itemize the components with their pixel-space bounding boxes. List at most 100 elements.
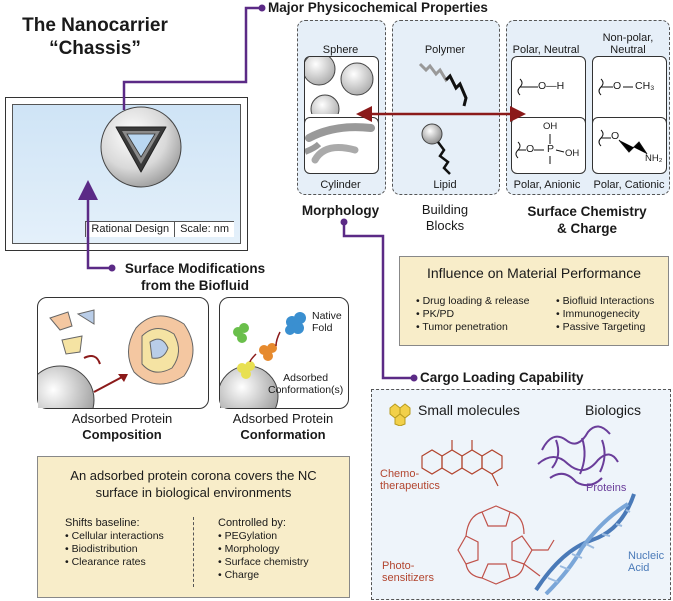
performance-title: Influence on Material Performance [427, 265, 641, 281]
morphology-label: Morphology [301, 203, 380, 218]
cylinder-cell [303, 117, 379, 174]
conformation-box: Native Fold Adsorbed Conformation(s) [217, 297, 349, 427]
main-title: The Nanocarrier “Chassis” [10, 14, 180, 60]
surface-chemistry-label: Surface Chemistry & Charge [506, 203, 668, 237]
surface-tl-label: Polar, Neutral [512, 44, 580, 56]
porphyrin-structure [457, 505, 555, 585]
double-arrow [356, 106, 526, 122]
performance-right-list: Biofluid Interactions Immunogenecity Pas… [556, 295, 655, 334]
cargo-title: Cargo Loading Capability [420, 370, 584, 385]
controlled-item: Surface chemistry [218, 556, 309, 569]
lipid-icon [421, 123, 451, 175]
controlled-title: Controlled by: [218, 517, 286, 529]
phosphate-o-text: O [526, 143, 535, 155]
polymer-icon [418, 62, 468, 107]
conformation-caption-1: Adsorbed Protein [232, 411, 334, 426]
controlled-list: PEGylation Morphology Surface chemistry … [218, 530, 309, 582]
building-blocks-top-label: Polymer [424, 44, 466, 56]
methoxy-cell: O CH₃ [592, 56, 667, 129]
hexagon-icon [389, 403, 411, 426]
phosphate-oh-top: OH [543, 121, 558, 132]
morphology-top-label: Sphere [322, 44, 359, 56]
composition-box [25, 297, 209, 435]
adsorbed-line-2: Conformation(s) [268, 384, 344, 396]
title-line-2: “Chassis” [49, 38, 141, 59]
conformation-caption: Adsorbed Protein Conformation [219, 411, 347, 443]
shifts-title: Shifts baseline: [65, 517, 140, 529]
composition-caption-2: Composition [82, 427, 162, 442]
surface-tr-label-1: Non-polar, [602, 32, 654, 44]
nanocarrier-illustration [100, 106, 182, 188]
methoxy-o-text: O [613, 80, 622, 92]
connector-to-properties [122, 6, 262, 110]
hydroxyl-text: O—H [538, 80, 565, 92]
shifts-item: Clearance rates [65, 556, 164, 569]
surface-label-1: Surface Chemistry [527, 204, 647, 219]
adsorbed-line-1: Adsorbed [283, 372, 329, 384]
screen-statusbar: Rational Design Scale: nm [85, 221, 234, 237]
photo-label: Photo- sensitizers [382, 560, 434, 584]
building-blocks-label: Building Blocks [392, 202, 498, 234]
performance-box: Influence on Material Performance Drug l… [399, 256, 669, 346]
adsorbed-conformation-label: Adsorbed Conformation(s) [268, 372, 343, 396]
small-molecules-label: Small molecules [418, 402, 520, 418]
performance-item: Immunogenecity [556, 308, 654, 321]
shifts-item: Biodistribution [65, 543, 164, 556]
composition-caption: Adsorbed Protein Composition [37, 411, 207, 443]
performance-item: Passive Targeting [556, 321, 654, 334]
performance-item: Tumor penetration [416, 321, 529, 334]
morphology-bottom-label: Cylinder [320, 179, 361, 191]
performance-item: Biofluid Interactions [556, 295, 655, 308]
properties-title: Major Physicochemical Properties [268, 0, 488, 15]
cargo-panel: Small molecules Biologics Chemo- therape… [371, 389, 671, 600]
surface-mod-line-1: Surface Modifications [124, 261, 266, 276]
surface-br-label: Polar, Cationic [593, 179, 665, 191]
phosphate-p-text: P [547, 143, 555, 155]
phosphate-oh-right: OH [565, 148, 580, 159]
chemo-line-1: Chemo- [380, 468, 420, 480]
photo-line-1: Photo- [382, 560, 415, 572]
biologics-label: Biologics [585, 402, 642, 418]
title-line-1: The Nanocarrier [22, 15, 168, 36]
surface-bl-label: Polar, Anionic [513, 179, 581, 191]
shifts-item: Cellular interactions [65, 530, 164, 543]
nucleic-acid-label: Nucleic Acid [628, 550, 664, 574]
surface-mod-title: Surface Modifications from the Biofluid [110, 260, 280, 294]
corona-title-1: An adsorbed protein corona covers the NC [70, 468, 317, 483]
corona-title: An adsorbed protein corona covers the NC… [38, 467, 349, 501]
shifts-list: Cellular interactions Biodistribution Cl… [65, 530, 164, 569]
surface-mod-line-2: from the Biofluid [141, 278, 249, 293]
surface-tr-label: Non-polar, Neutral [590, 32, 666, 56]
chemo-label: Chemo- therapeutics [380, 468, 440, 492]
corona-divider [193, 517, 194, 587]
doxorubicin-structure [421, 440, 503, 487]
native-fold-line-1: Native [312, 310, 342, 322]
controlled-item: Morphology [218, 543, 309, 556]
methyl-text: CH₃ [635, 80, 655, 92]
amine-o-text: O [611, 130, 620, 142]
nanocarrier-screen: Rational Design Scale: nm [5, 97, 248, 251]
composition-illustration [25, 309, 194, 435]
chemo-line-2: therapeutics [380, 480, 440, 492]
hydroxyl-cell: O—H [511, 56, 586, 129]
proteins-label: Proteins [586, 482, 627, 494]
building-blocks-label-1: Building [421, 202, 469, 217]
building-blocks-label-2: Blocks [425, 218, 465, 233]
surface-tr-label-2: Neutral [610, 44, 646, 56]
status-rational-design: Rational Design [85, 221, 175, 237]
dna-structure [534, 493, 636, 595]
conformation-caption-2: Conformation [240, 427, 326, 442]
protein-structure [537, 425, 619, 487]
performance-item: Drug loading & release [416, 295, 530, 308]
amine-text: NH₂ [645, 153, 663, 164]
native-fold-line-2: Fold [312, 322, 333, 334]
surface-label-2: & Charge [556, 221, 617, 236]
performance-left-list: Drug loading & release PK/PD Tumor penet… [416, 295, 529, 334]
native-fold-label: Native Fold [312, 310, 342, 334]
controlled-item: Charge [218, 569, 309, 582]
connector-to-cargo [342, 222, 414, 380]
nucleic-line-2: Acid [628, 562, 650, 574]
nucleic-line-1: Nucleic [628, 550, 665, 562]
connector-surface-mod [78, 180, 112, 270]
